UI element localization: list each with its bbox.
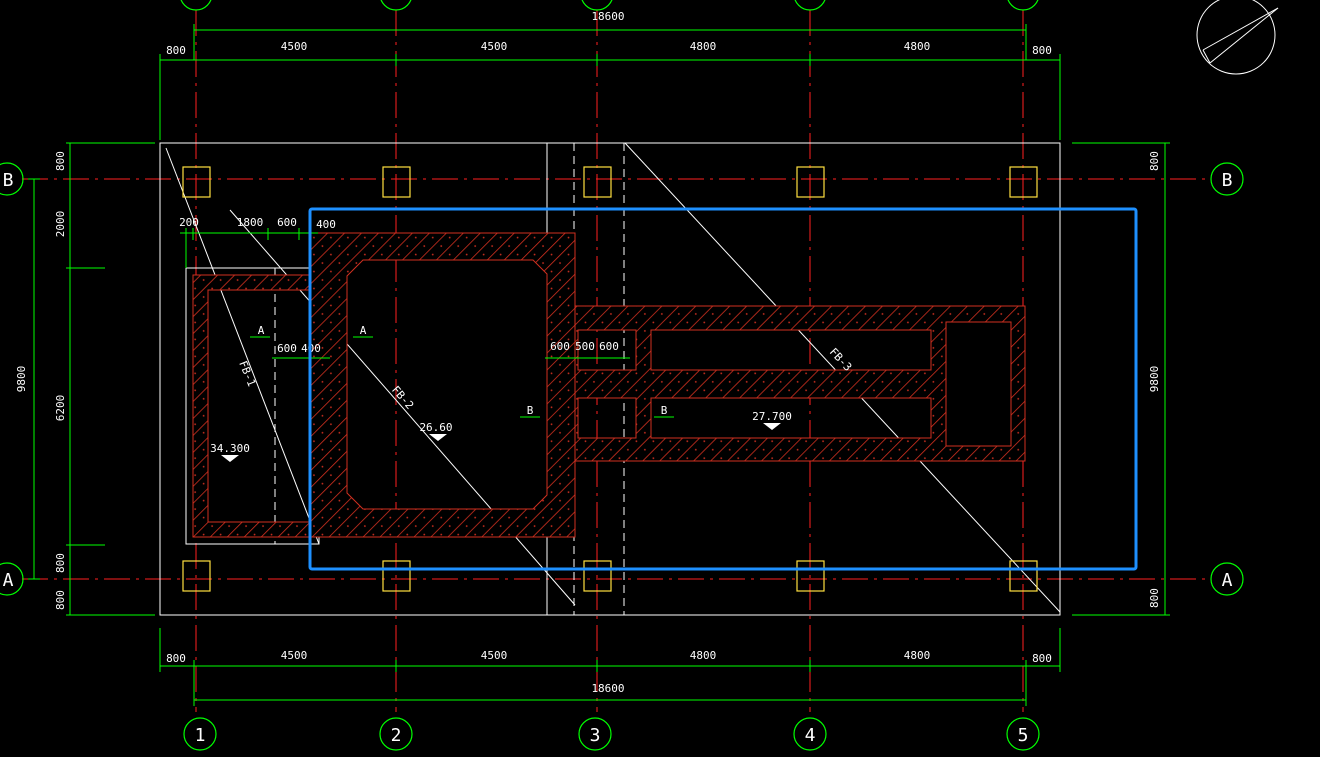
axis-bubble-bottom-5 bbox=[1006, 717, 1040, 751]
axis-label-bottom-2: 2 bbox=[391, 725, 402, 746]
column-A5 bbox=[1009, 560, 1038, 592]
column-B1 bbox=[182, 166, 211, 198]
dim-left-outer: 9800 bbox=[15, 366, 28, 393]
dimension-lines bbox=[28, 24, 1170, 706]
axis-bubble-top-5 bbox=[1007, 0, 1039, 11]
dim-bottom-2: 4500 bbox=[481, 649, 508, 662]
dim-fb3-width-2: 600 bbox=[599, 340, 619, 353]
axis-bubble-bottom-2 bbox=[379, 717, 413, 751]
axis-bubble-top-1 bbox=[180, 0, 212, 11]
axis-bubble-right-B bbox=[1210, 162, 1244, 196]
dim-bottom-3: 4800 bbox=[690, 649, 717, 662]
columns bbox=[182, 166, 1038, 592]
dim-bottom-0: 800 bbox=[166, 652, 186, 665]
dim-top-4: 4800 bbox=[904, 40, 931, 53]
dim-top-3: 4800 bbox=[690, 40, 717, 53]
dim-bottom-4: 4800 bbox=[904, 649, 931, 662]
dim-top-5: 800 bbox=[1032, 44, 1052, 57]
dim-right-outer: 9800 bbox=[1148, 366, 1161, 393]
column-A4 bbox=[796, 560, 825, 592]
elevation-marker-icon bbox=[429, 434, 447, 441]
dim-top-0: 800 bbox=[166, 44, 186, 57]
dim-fb1-width-3: 400 bbox=[316, 218, 336, 231]
dim-left-2: 6200 bbox=[54, 395, 67, 422]
dimension-text: 18600 800 4500 4500 4800 4800 800 800 45… bbox=[15, 10, 1161, 695]
diag-fb2 bbox=[229, 209, 576, 606]
pit-wall-fb1 bbox=[192, 274, 310, 538]
diag-fb1 bbox=[165, 147, 320, 545]
column-A3 bbox=[583, 560, 612, 592]
north-arrow-icon bbox=[1196, 0, 1279, 75]
dim-left-3: 800 bbox=[54, 553, 67, 573]
axis-bubble-right-A bbox=[1210, 562, 1244, 596]
column-B4 bbox=[796, 166, 825, 198]
axis-label-right-B: B bbox=[1222, 170, 1233, 191]
pit-annotations: FB-1 FB-2 FB-3 A A B B 34.300 26.60 27.7… bbox=[210, 324, 854, 462]
elevation-marker-icon bbox=[763, 423, 781, 430]
label-fb3: FB-3 bbox=[827, 345, 855, 373]
pit-wall-fb3 bbox=[574, 305, 1026, 462]
elevation-fb1: 34.300 bbox=[210, 442, 250, 455]
dim-right-top: 800 bbox=[1148, 151, 1161, 171]
dim-fb1-width-2: 600 bbox=[277, 216, 297, 229]
elevation-marker-icon bbox=[221, 455, 239, 462]
pit-walls bbox=[192, 232, 1026, 538]
column-B2 bbox=[382, 166, 411, 198]
dim-total-bottom: 18600 bbox=[591, 682, 624, 695]
section-mark-b2: B bbox=[661, 404, 668, 417]
dim-top-1: 4500 bbox=[281, 40, 308, 53]
dim-right-bottom: 800 bbox=[1148, 588, 1161, 608]
pit-wall-fb2 bbox=[308, 232, 576, 538]
label-fb1: FB-1 bbox=[236, 359, 258, 388]
section-mark-a2: A bbox=[360, 324, 367, 337]
column-A1 bbox=[182, 560, 211, 592]
axis-bubble-top-3 bbox=[581, 0, 613, 11]
selection-rectangle[interactable] bbox=[308, 207, 1138, 571]
axis-bubble-left-A bbox=[0, 562, 24, 596]
axis-label-left-A: A bbox=[3, 570, 14, 591]
dim-total-top: 18600 bbox=[591, 10, 624, 23]
axis-bubble-top-2 bbox=[380, 0, 412, 11]
dim-bottom-5: 800 bbox=[1032, 652, 1052, 665]
axis-bubbles bbox=[0, 0, 1244, 751]
section-mark-a1: A bbox=[258, 324, 265, 337]
axis-bubble-left-B bbox=[0, 162, 24, 196]
elevation-fb2: 26.60 bbox=[419, 421, 452, 434]
axis-label-left-B: B bbox=[3, 170, 14, 191]
axis-label-bottom-3: 3 bbox=[590, 725, 601, 746]
axis-label-bottom-1: 1 bbox=[195, 725, 206, 746]
axis-bubble-bottom-4 bbox=[793, 717, 827, 751]
axis-label-bottom-4: 4 bbox=[805, 725, 816, 746]
section-mark-b1: B bbox=[527, 404, 534, 417]
dim-left-1: 2000 bbox=[54, 211, 67, 238]
column-B5 bbox=[1009, 166, 1038, 198]
dim-fb1-width-1: 1800 bbox=[237, 216, 264, 229]
column-A2 bbox=[382, 560, 411, 592]
dim-fb1-mid-0: 600 bbox=[277, 342, 297, 355]
axis-label-right-A: A bbox=[1222, 570, 1233, 591]
foundation-boundary bbox=[159, 142, 1061, 616]
axis-bubble-labels: 1 2 3 4 5 B A B A bbox=[3, 170, 1233, 746]
elevation-fb3: 27.700 bbox=[752, 410, 792, 423]
axis-bubble-bottom-1 bbox=[183, 717, 217, 751]
axis-label-bottom-5: 5 bbox=[1018, 725, 1029, 746]
dim-left-0: 800 bbox=[54, 151, 67, 171]
axis-bubble-bottom-3 bbox=[578, 717, 612, 751]
axis-bubble-top-4 bbox=[794, 0, 826, 11]
dim-fb1-width-0: 200 bbox=[179, 216, 199, 229]
dim-bottom-1: 4500 bbox=[281, 649, 308, 662]
column-B3 bbox=[583, 166, 612, 198]
dim-top-2: 4500 bbox=[481, 40, 508, 53]
dim-fb3-width-0: 600 bbox=[550, 340, 570, 353]
dim-fb3-width-1: 500 bbox=[575, 340, 595, 353]
dim-left-4: 800 bbox=[54, 590, 67, 610]
